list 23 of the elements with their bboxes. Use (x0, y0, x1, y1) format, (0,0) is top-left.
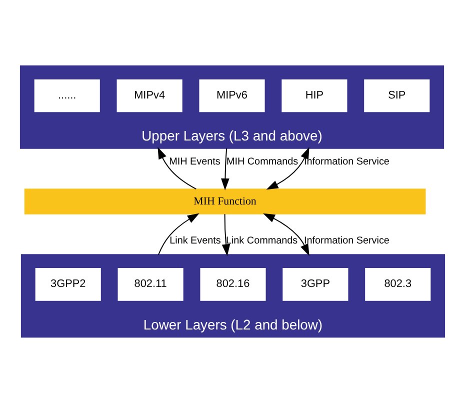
node-box: 802.16 (200, 268, 266, 301)
arrow (158, 213, 200, 256)
node-box: MIPv6 (199, 79, 265, 112)
edge-label: MIH Commands (226, 156, 298, 168)
node-box: ...... (34, 79, 100, 112)
node-box: HIP (282, 79, 348, 112)
edge-label: Link Events (170, 236, 221, 247)
node-box: 802.3 (365, 268, 431, 301)
node-box: MIPv4 (116, 79, 182, 112)
node-box: SIP (364, 79, 430, 112)
edge-label: Link Commands (226, 236, 298, 247)
edge-label: Information Service (304, 236, 390, 247)
arrow (158, 146, 197, 190)
arrow (221, 148, 230, 190)
arrow (222, 214, 230, 256)
arrow (263, 213, 310, 256)
edge-label: MIH Events (169, 156, 220, 168)
node-box: MIH Function (24, 188, 426, 214)
edge-label: Information Service (304, 156, 390, 168)
node-box: 3GPP2 (35, 268, 101, 301)
node-box: 802.11 (118, 268, 184, 301)
arrow (266, 146, 310, 190)
node-box: 3GPP (282, 268, 348, 301)
